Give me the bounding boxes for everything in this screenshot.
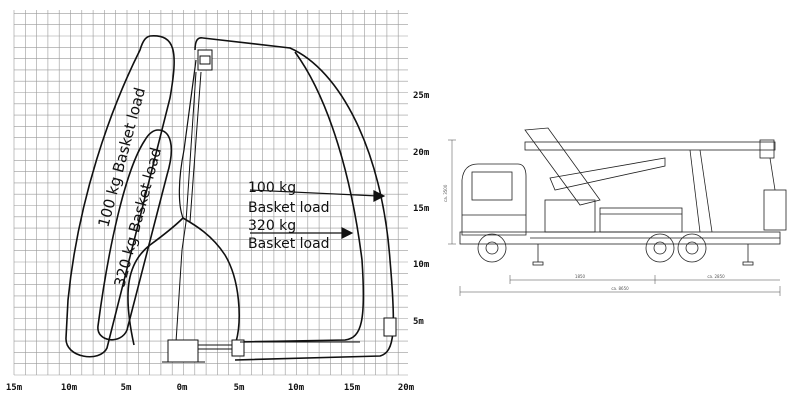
y-axis-label: 25m [413,91,430,101]
x-axis-label: 5m [234,383,245,393]
working-range-chart: 100 kg Basket load 320 kg Basket load 10… [6,10,430,393]
annotation-arrows [249,189,386,239]
y-axis-label: 5m [413,317,424,327]
x-axis-label: 5m [121,383,132,393]
truck-side-view: ca. 3500 1850 ca. 2850 ca. 8650 [443,127,787,296]
y-axis-label: 15m [413,204,430,214]
x-axis-label: 15m [6,383,23,393]
reach-envelope-320kg [97,129,173,341]
boom-sketch [162,49,397,363]
x-axis-label: 20m [398,383,415,393]
y-axis-labels: 5m 10m 15m 20m 25m [413,91,430,327]
reach-envelope-center-arch [127,216,240,346]
dimension-height: ca. 3500 [443,184,448,202]
cab-window [471,171,513,201]
annotation-100kg-text: Basket load [248,200,330,216]
dimension-total-length: ca. 8650 [611,286,629,291]
upper-boom [524,141,776,151]
y-axis-label: 20m [413,148,430,158]
dimension-wheelbase: 1850 [575,274,586,279]
x-axis-label: 15m [344,383,361,393]
annotation-320kg-weight: 320 kg [248,218,296,234]
annotation-320kg-text: Basket load [248,236,330,252]
reach-envelope-center-arch-inner [178,59,197,219]
middle-boom [549,157,666,191]
reach-envelope-100kg [65,35,175,358]
chart-grid [13,10,408,376]
dimension-lines [448,139,781,296]
rear-wheel-2 [677,233,707,263]
x-axis-label: 10m [288,383,305,393]
boom-head [759,139,775,159]
y-axis-label: 10m [413,260,430,270]
truck-body-box [599,207,683,233]
basket [763,189,787,231]
lower-boom [524,127,601,206]
turret [544,199,596,233]
x-axis-label: 10m [61,383,78,393]
reach-envelope-right-outer [202,37,395,361]
rear-wheel [645,233,675,263]
annotation-100kg-weight: 100 kg [248,180,296,196]
reach-envelope-right-inner [237,51,365,343]
dimension-rear: ca. 2850 [707,274,725,279]
truck-cab [461,163,527,236]
reach-envelope-top [194,37,204,51]
x-axis-labels: 15m 10m 5m 0m 5m 10m 15m 20m [6,383,415,393]
x-axis-label: 0m [177,383,188,393]
front-wheel [477,233,507,263]
